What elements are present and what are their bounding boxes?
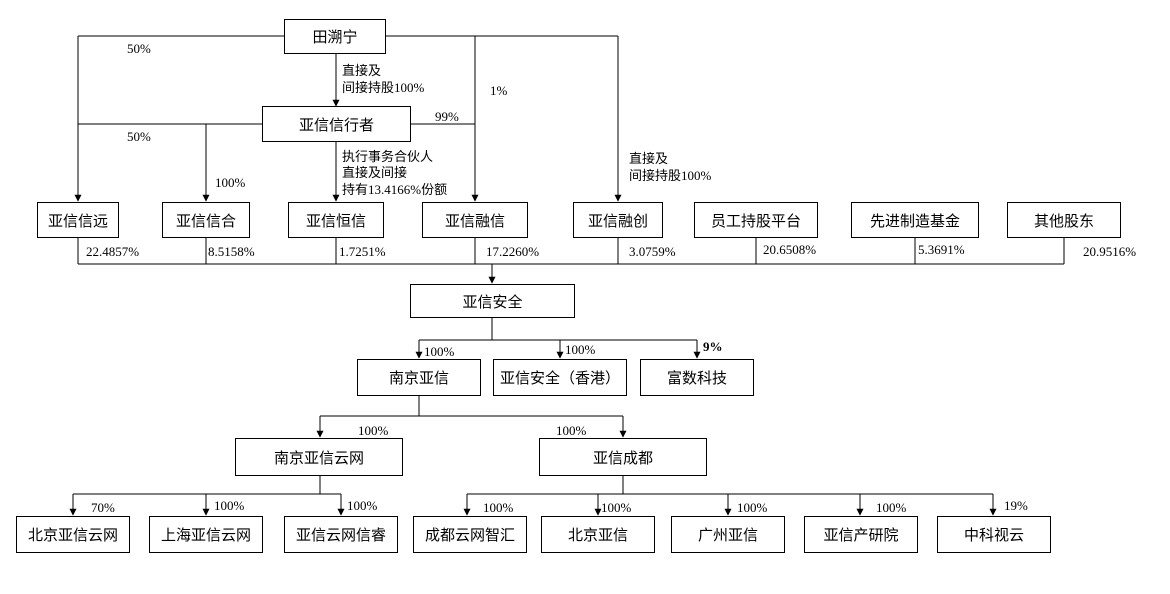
label-aq-hk: 100% (565, 342, 596, 357)
pct-fund: 5.3691% (918, 242, 965, 257)
entity-zhongke-shiyun: 中科视云 (937, 516, 1051, 553)
entity-yaxin-rongchuang: 亚信融创 (573, 202, 663, 238)
entity-shanghai-yaxin-yunwang: 上海亚信云网 (149, 516, 263, 553)
label-tian-xingzhe-2: 间接持股100% (342, 80, 425, 95)
label-xingzhe-hengxin-3: 持有13.4166%份额 (342, 182, 448, 197)
label-aq-fushu: 9% (703, 339, 723, 354)
entity-yaxin-chengdu: 亚信成都 (539, 438, 707, 476)
entity-tian-suning: 田溯宁 (284, 19, 386, 54)
entity-beijing-yaxin-yunwang: 北京亚信云网 (16, 516, 130, 553)
label-tian-xingzhe-1: 直接及 (342, 63, 382, 78)
label-cd-gzyx: 100% (737, 500, 768, 515)
pct-rongchuang: 3.0759% (629, 244, 676, 259)
label-tian-rongchuang-2: 间接持股100% (629, 168, 712, 183)
label-cd-cdzh: 100% (483, 500, 514, 515)
label-xingzhe-hengxin-1: 执行事务合伙人 (342, 149, 434, 164)
label-njyun-shyun: 100% (214, 498, 245, 513)
entity-yaxin-anquan: 亚信安全 (410, 284, 575, 318)
entity-chengdu-yunwang-zhihui: 成都云网智汇 (413, 516, 527, 553)
pct-esop: 20.6508% (763, 242, 817, 257)
entity-guangzhou-yaxin: 广州亚信 (671, 516, 785, 553)
label-xingzhe-rongxin: 99% (435, 109, 459, 124)
entity-other-shareholders: 其他股东 (1007, 202, 1121, 238)
label-nj-chengdu: 100% (556, 423, 587, 438)
pct-rongxin: 17.2260% (486, 244, 540, 259)
label-njyun-yunrui: 100% (347, 498, 378, 513)
entity-yaxin-anquan-hk: 亚信安全（香港） (493, 359, 627, 396)
label-aq-nanjing: 100% (424, 344, 455, 359)
entity-nanjing-yaxin: 南京亚信 (357, 359, 481, 396)
entity-yaxin-yunwang-xinrui: 亚信云网信睿 (284, 516, 398, 553)
pct-hengxin: 1.7251% (339, 244, 386, 259)
label-tian-rongchuang-1: 直接及 (629, 151, 669, 166)
entity-yaxin-xinyuan: 亚信信远 (37, 202, 119, 238)
entity-yaxin-xinhe: 亚信信合 (162, 202, 250, 238)
pct-xinyuan: 22.4857% (86, 244, 140, 259)
label-cd-chanyan: 100% (876, 500, 907, 515)
label-tian-xinyuan: 50% (127, 41, 151, 56)
label-xingzhe-hengxin-2: 直接及间接 (342, 165, 408, 180)
entity-advanced-manufacturing-fund: 先进制造基金 (851, 202, 979, 238)
entity-yaxin-chanyanyuan: 亚信产研院 (804, 516, 918, 553)
entity-fushu-keji: 富数科技 (640, 359, 754, 396)
entity-beijing-yaxin: 北京亚信 (541, 516, 655, 553)
label-xingzhe-xinhe: 100% (215, 175, 246, 190)
label-njyun-bjyun: 70% (91, 500, 115, 515)
entity-nanjing-yaxin-yunwang: 南京亚信云网 (235, 438, 403, 476)
pct-xinhe: 8.5158% (208, 244, 255, 259)
entity-yaxin-xingzhe: 亚信信行者 (262, 106, 411, 142)
label-tian-rongxin: 1% (490, 83, 508, 98)
entity-yaxin-rongxin: 亚信融信 (422, 202, 528, 238)
label-nj-njyun: 100% (358, 423, 389, 438)
pct-others: 20.9516% (1083, 244, 1137, 259)
label-cd-zkys: 19% (1004, 498, 1028, 513)
entity-yaxin-hengxin: 亚信恒信 (288, 202, 384, 238)
label-cd-bjyx: 100% (601, 500, 632, 515)
entity-esop-platform: 员工持股平台 (694, 202, 818, 238)
label-xingzhe-xinyuan: 50% (127, 129, 151, 144)
